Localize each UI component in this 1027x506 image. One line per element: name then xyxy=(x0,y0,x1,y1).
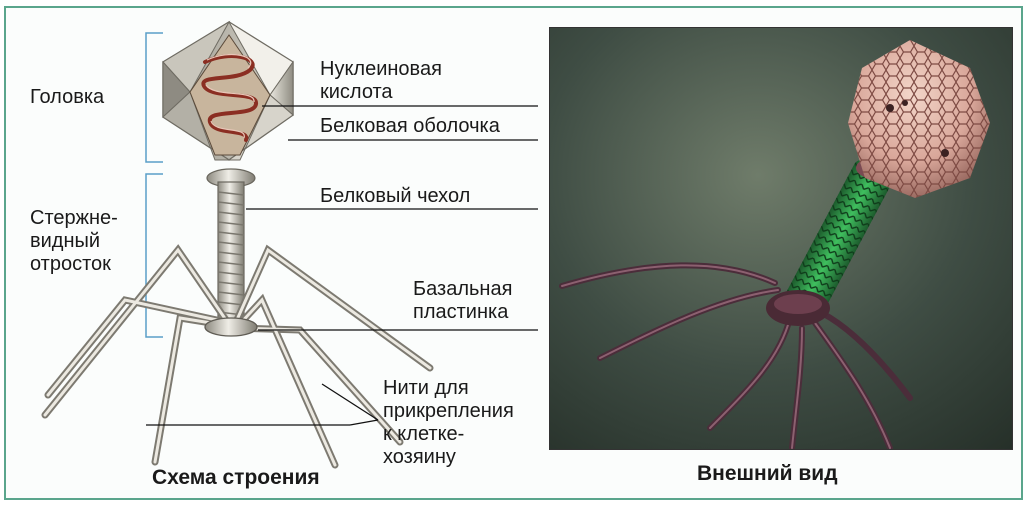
label-basal-plate: Базальная пластинка xyxy=(413,278,512,324)
label-head: Головка xyxy=(30,86,104,109)
caption-appearance: Внешний вид xyxy=(697,462,838,486)
tail-bracket xyxy=(146,174,163,337)
label-tail: Стержне- видный отросток xyxy=(30,207,118,276)
label-protein-sheath: Белковый чехол xyxy=(320,185,470,208)
phage-photo xyxy=(549,27,1013,450)
capsid-head xyxy=(163,22,293,160)
caption-scheme: Схема строения xyxy=(152,466,320,490)
basal-plate xyxy=(205,318,257,336)
tail-sheath xyxy=(218,182,244,322)
label-nucleic-acid: Нуклеиновая кислота xyxy=(320,58,442,104)
label-tail-fibers: Нити для прикрепления к клетке- хозяину xyxy=(383,377,514,469)
head-bracket xyxy=(146,33,163,162)
label-protein-coat: Белковая оболочка xyxy=(320,115,500,138)
